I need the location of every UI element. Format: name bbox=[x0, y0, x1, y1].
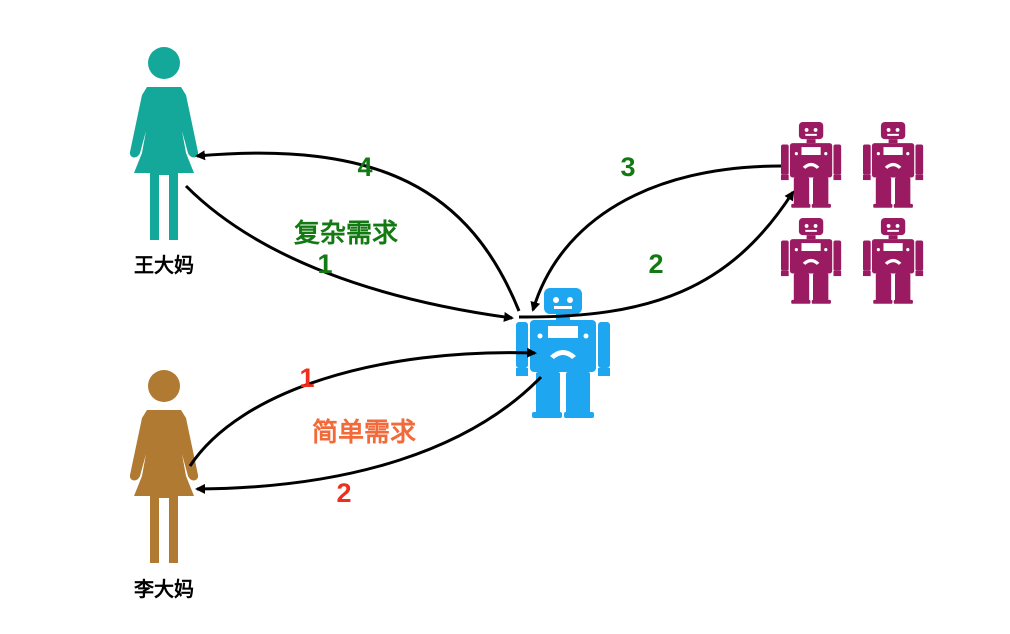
wang-figure-icon bbox=[129, 47, 199, 240]
complex-step-4-label: 4 bbox=[357, 152, 372, 182]
arrow-assistant-to-workers bbox=[518, 190, 795, 319]
complex-step-3-label: 3 bbox=[620, 152, 635, 182]
worker-robot-icon bbox=[863, 218, 924, 304]
complex-request-label: 复杂需求 bbox=[294, 219, 398, 249]
simple-step-1-label: 1 bbox=[299, 363, 314, 393]
simple-request-label: 简单需求 bbox=[312, 417, 416, 448]
arrow-li-to-assistant bbox=[188, 347, 537, 467]
complex-step-1-label: 1 bbox=[317, 249, 332, 279]
arrow-wang-to-assistant bbox=[184, 184, 514, 322]
li-name-label: 李大妈 bbox=[133, 577, 194, 601]
simple-step-2-label: 2 bbox=[336, 478, 351, 508]
worker-robot-icon bbox=[863, 122, 924, 208]
arrow-assistant-to-wang bbox=[195, 150, 521, 312]
worker-robot-icon bbox=[781, 218, 842, 304]
worker-robots-group bbox=[781, 122, 924, 304]
li-figure-icon bbox=[129, 370, 199, 563]
arrow-assistant-to-li bbox=[195, 375, 543, 494]
wang-name-label: 王大妈 bbox=[134, 253, 194, 277]
arrow-workers-to-assistant bbox=[530, 164, 782, 312]
complex-step-2-label: 2 bbox=[648, 249, 663, 279]
